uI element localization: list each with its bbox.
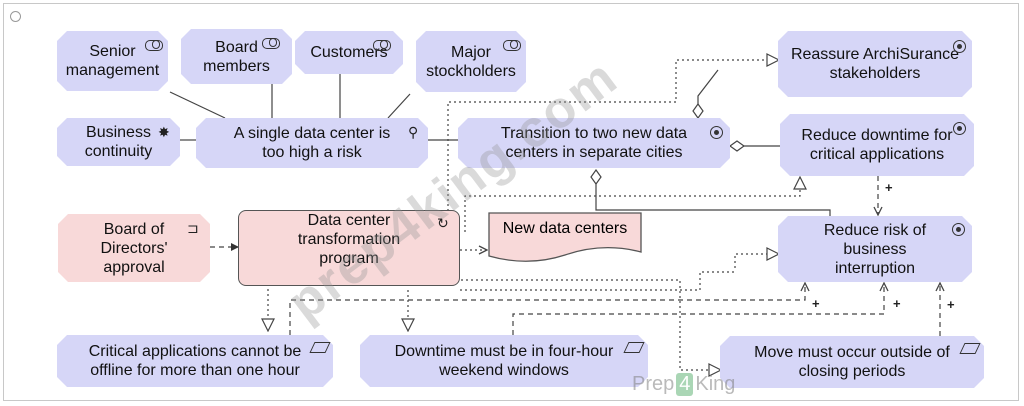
brand-num: 4	[676, 373, 694, 396]
driver-business-continuity[interactable]: Business continuity	[57, 118, 180, 166]
realize-program-move	[446, 279, 720, 370]
event-icon: ⊐	[187, 220, 199, 236]
goal-transition[interactable]: Transition to two new data centers in se…	[458, 118, 730, 168]
goal-icon	[710, 126, 723, 139]
influence-label: +	[947, 297, 955, 312]
node-label: Board members	[203, 38, 270, 75]
realize-program-reassure	[447, 60, 778, 216]
influence-critical-risk	[289, 284, 805, 335]
influence-label: +	[812, 296, 820, 311]
realize-dc-program-reduce-downtime	[464, 178, 800, 232]
agg-transition-reassure	[698, 69, 719, 118]
goal-icon	[952, 223, 965, 236]
node-label: Critical applications cannot be offline …	[88, 343, 302, 379]
requirement-move-closing[interactable]: Move must occur outside of closing perio…	[720, 336, 984, 388]
diagram-frame	[3, 3, 1019, 401]
node-label: Reassure ArchiSurance stakeholders	[790, 46, 960, 82]
goal-icon	[953, 40, 966, 53]
node-label: Customers	[310, 44, 388, 61]
stakeholder-icon	[262, 38, 280, 49]
node-label: Major stockholders	[426, 43, 516, 80]
assoc-senior-assessment	[169, 91, 226, 119]
event-board-approval[interactable]: Board of Directors' approval	[58, 214, 210, 282]
stakeholder-icon	[373, 40, 391, 51]
agg-transition-reduce-risk	[596, 170, 831, 218]
requirement-critical-apps[interactable]: Critical applications cannot be offline …	[57, 335, 333, 387]
requirement-downtime-windows[interactable]: Downtime must be in four-hour weekend wi…	[360, 335, 648, 387]
node-label: Board of Directors' approval	[100, 220, 168, 276]
node-label: Downtime must be in four-hour weekend wi…	[394, 343, 614, 379]
work-package-dc-program[interactable]: Data center transformation program	[238, 210, 460, 286]
node-label: Senior management	[65, 43, 160, 79]
goal-reduce-downtime[interactable]: Reduce downtime for critical application…	[780, 114, 974, 176]
goal-icon	[953, 122, 966, 135]
assessment-icon: ⚲	[408, 124, 419, 140]
deliverable-label: New data centers	[502, 220, 628, 237]
assoc-stockholders-assessment	[387, 93, 411, 119]
node-label: Reduce downtime for critical application…	[801, 127, 953, 163]
stakeholder-icon	[145, 40, 163, 51]
node-label: Move must occur outside of closing perio…	[754, 344, 950, 380]
node-label: Business continuity	[84, 124, 153, 160]
node-label: Transition to two new data centers in se…	[500, 125, 688, 161]
brand-left: Prep	[632, 373, 675, 395]
brand-right: King	[695, 373, 736, 395]
work-package-icon: ↻	[437, 215, 449, 231]
realize-program-reduce-risk	[734, 254, 778, 268]
driver-icon: ✸	[158, 124, 170, 140]
corner-circle-icon	[10, 11, 21, 22]
assessment-single-data-center[interactable]: A single data center is too high a risk	[196, 118, 428, 168]
realize-newdc-reduce-risk	[460, 271, 735, 291]
stakeholder-customers[interactable]: Customers	[295, 31, 403, 74]
node-label: Reduce risk of business interruption	[823, 221, 927, 277]
influence-label: +	[885, 180, 893, 195]
deliverable-new-data-centers[interactable]	[488, 212, 642, 262]
node-label: A single data center is too high a risk	[233, 125, 391, 161]
goal-reduce-risk[interactable]: Reduce risk of business interruption	[778, 216, 972, 282]
stakeholder-icon	[503, 40, 521, 51]
node-label: Data center transformation program	[297, 211, 401, 267]
goal-reassure-stakeholders[interactable]: Reassure ArchiSurance stakeholders	[778, 31, 972, 97]
influence-label: +	[893, 296, 901, 311]
influence-windows-risk	[512, 284, 884, 335]
